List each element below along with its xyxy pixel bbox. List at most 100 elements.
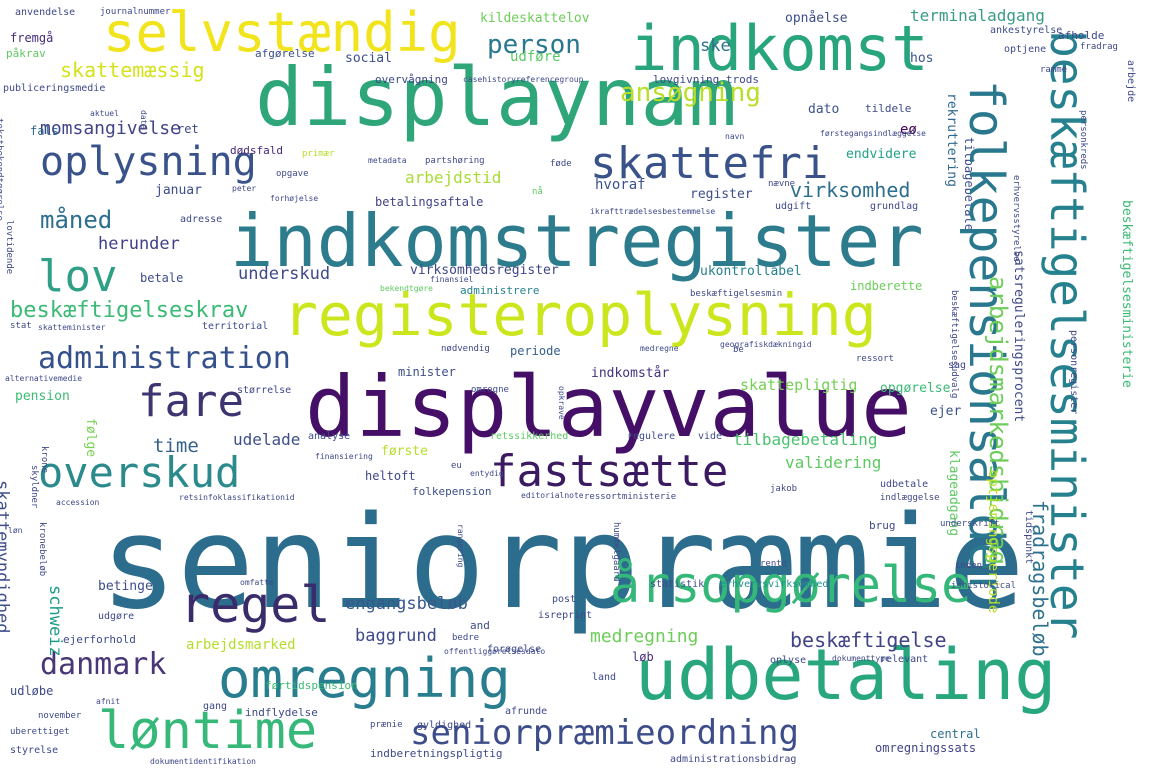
word: dokumentidentifikation <box>150 757 256 766</box>
word: pension <box>15 389 70 404</box>
word: førstegangsindlæggelse <box>820 129 926 138</box>
word: baggrund <box>355 626 437 646</box>
word: be <box>733 345 744 355</box>
word: påkrav <box>6 47 46 60</box>
word: casehistoryreferencegroup <box>463 75 584 84</box>
word: seniorpræmie <box>100 489 1025 638</box>
word: afgørelse <box>255 47 315 60</box>
word: udbetale <box>880 479 929 490</box>
word: indberette <box>850 279 923 293</box>
word: heltoft <box>365 469 416 483</box>
word: beskæftigelsesministerie <box>1119 200 1134 388</box>
word: ejer <box>930 404 962 419</box>
word: føde <box>550 159 572 169</box>
word: kronebeløb <box>37 522 47 577</box>
word: folkepension <box>412 485 492 498</box>
word: administrationsbidrag <box>670 754 797 765</box>
word: løn <box>8 526 23 535</box>
word: betinge <box>98 579 153 594</box>
word: beskæftigelseskrav <box>10 298 249 323</box>
word: ret <box>177 122 199 136</box>
word: overvågning <box>375 73 448 86</box>
word: fals <box>30 124 59 138</box>
word: dokumenttype <box>832 654 890 663</box>
word: virksomhed <box>790 178 911 202</box>
word: sag <box>948 360 967 371</box>
word: krone <box>39 446 49 474</box>
word: kildeskattelov <box>480 11 590 26</box>
word: aktuel <box>90 109 119 118</box>
word: brug <box>869 519 896 532</box>
word: rekruttering <box>944 93 959 187</box>
word: skattepligtig <box>740 376 858 394</box>
word: hvoraf <box>595 177 646 193</box>
word: hos <box>910 51 934 66</box>
word: time <box>153 435 199 457</box>
word: rangering <box>456 524 465 568</box>
word: central <box>930 727 981 741</box>
word: forhøjelse <box>270 194 319 203</box>
word: tildele <box>865 102 912 115</box>
word: erhvervsstyrelse <box>1011 175 1021 262</box>
word: indflydelse <box>245 706 318 719</box>
word: afholde <box>1058 29 1105 42</box>
word: grundlag <box>870 201 919 212</box>
word: betale <box>140 271 184 285</box>
word: personregister <box>1068 330 1079 415</box>
word: eø <box>900 122 917 138</box>
word: opnåelse <box>785 11 848 26</box>
word: styrelse <box>10 745 59 756</box>
word: beskæftigelsesmin <box>690 289 783 299</box>
word: partshøring <box>425 156 485 166</box>
word: størrelse <box>237 385 292 396</box>
word: medregning <box>590 626 699 647</box>
word: regulere <box>627 431 676 442</box>
word: inden <box>955 561 983 571</box>
word: herunder <box>98 234 180 254</box>
word: skattefri <box>590 138 829 189</box>
word: udelade <box>233 430 301 449</box>
word: vide <box>698 431 723 442</box>
word: nævne <box>768 179 796 189</box>
word: skattemæssig <box>60 58 205 82</box>
word: gang <box>203 701 228 712</box>
word: fradrag <box>1080 42 1118 52</box>
word: offentliggørelsesdato <box>444 647 546 656</box>
word: skatteminister <box>38 323 106 332</box>
word: opgørelse <box>880 381 951 396</box>
word: følge <box>83 418 98 458</box>
word: dato <box>808 102 840 117</box>
word: afrunde <box>505 706 548 717</box>
word: oplysning <box>40 139 257 185</box>
word: skattemyndighed <box>0 480 12 634</box>
word: administration <box>38 341 291 376</box>
word: adresse <box>180 214 223 225</box>
word: entydig <box>470 469 504 478</box>
word: seniorpræmieordning <box>410 713 799 753</box>
word: udløbe <box>10 684 54 698</box>
word: nødvendig <box>441 344 490 354</box>
word: omregne <box>471 385 509 395</box>
word: fastsætte <box>490 446 729 497</box>
word: momsangivelse <box>40 118 181 139</box>
word: eu <box>451 461 462 471</box>
word: løntime <box>98 701 318 761</box>
word: satsreguleringsprocent <box>1011 250 1026 423</box>
word: schweiz <box>45 585 65 657</box>
word: medregne <box>640 344 679 353</box>
word: and <box>470 619 490 632</box>
word: editorialnote <box>521 491 584 500</box>
word: løb <box>632 650 654 664</box>
word: ramme <box>1040 65 1068 75</box>
word: metadata <box>368 156 407 165</box>
word: overskud <box>38 448 241 497</box>
word: anvendelse <box>15 7 76 18</box>
word: displaynam <box>255 51 737 144</box>
word: optjene <box>1004 44 1047 55</box>
word: ressortministerie <box>584 492 677 502</box>
word: årsopgørelse <box>610 556 972 614</box>
word: bekendtgøre <box>380 284 433 293</box>
word: udbetaling <box>635 634 1057 716</box>
word: udgift <box>775 201 812 212</box>
word: relevant <box>880 654 929 665</box>
